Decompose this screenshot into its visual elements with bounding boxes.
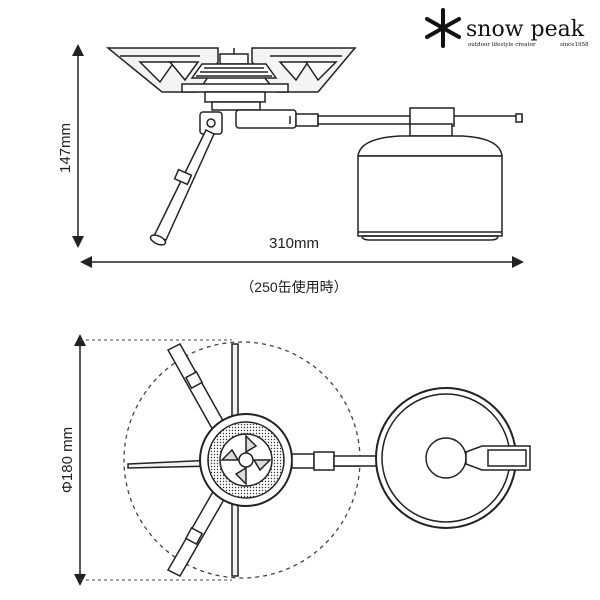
brand-since: since1958 bbox=[560, 42, 589, 48]
brand-name: snow peak bbox=[466, 17, 585, 42]
diameter-label: Φ180 mm bbox=[59, 427, 76, 493]
top-burner bbox=[199, 413, 293, 507]
brand-logo: snow peak outdoor lifestyle creator sinc… bbox=[425, 8, 589, 48]
gas-canister bbox=[357, 123, 503, 241]
pot-support bbox=[105, 47, 357, 93]
side-view bbox=[72, 44, 524, 268]
canister-note: （250缶使用時） bbox=[240, 279, 347, 295]
height-label: 147mm bbox=[57, 123, 74, 173]
top-view bbox=[74, 334, 531, 586]
folding-leg bbox=[149, 111, 223, 246]
top-canister bbox=[375, 387, 531, 529]
burner-head bbox=[181, 48, 289, 111]
regulator-arm bbox=[235, 107, 523, 129]
snowflake-asterisk-icon bbox=[425, 8, 461, 48]
width-label: 310mm bbox=[269, 235, 319, 252]
brand-tagline: outdoor lifestyle creator bbox=[468, 42, 536, 48]
